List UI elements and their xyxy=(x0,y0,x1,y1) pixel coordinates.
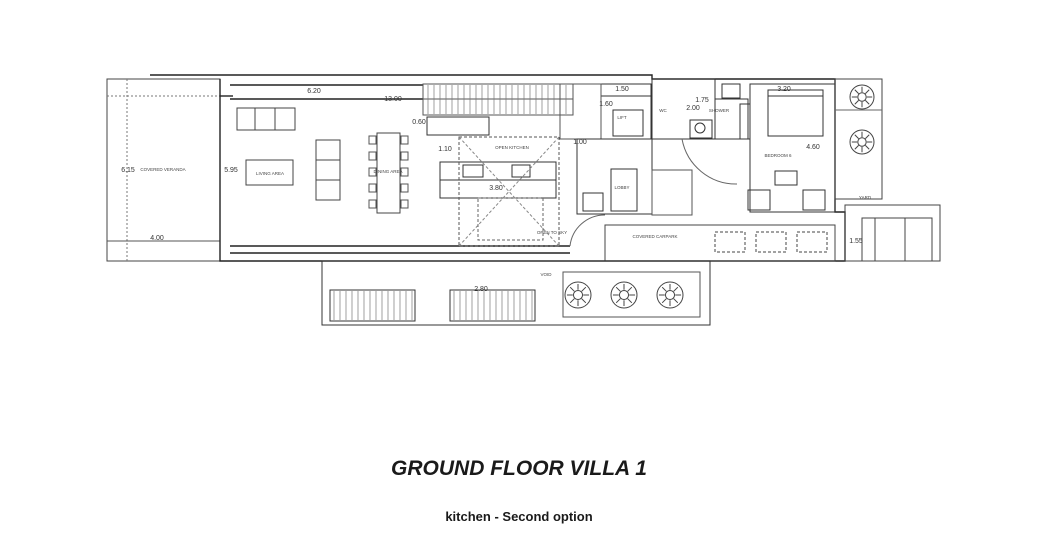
label-carport: COVERED CARPARK xyxy=(633,234,678,239)
dining-chair xyxy=(369,152,376,160)
planter-trees xyxy=(565,282,683,308)
tree-symbol xyxy=(565,282,591,308)
dining-table xyxy=(377,133,400,213)
dining-chair xyxy=(369,184,376,192)
dim-bedroom-width: 3.20 xyxy=(777,86,791,93)
label-yard: YARD xyxy=(859,195,872,200)
dim-bedroom-depth: 4.60 xyxy=(806,144,820,151)
dining-chair xyxy=(369,200,376,208)
lobby-area xyxy=(577,139,692,215)
label-void: VOID xyxy=(540,272,552,277)
label-shower: SHOWER xyxy=(709,108,730,113)
dim-main-length: 13.00 xyxy=(384,96,402,103)
bedroom xyxy=(682,84,835,212)
dim-bath-b: 2.00 xyxy=(686,105,700,112)
dim-lounge-width: 6.20 xyxy=(307,88,321,95)
dim-side-gap: 1.55 xyxy=(849,238,863,245)
label-living: LIVING AREA xyxy=(256,171,284,176)
plan-title: GROUND FLOOR VILLA 1 xyxy=(391,457,647,480)
dim-lounge-depth: 5.95 xyxy=(224,167,238,174)
living-sofa xyxy=(237,108,340,200)
garden-strip xyxy=(835,79,940,261)
label-bedroom: BEDROOM 6 xyxy=(764,153,792,158)
label-wc: WC xyxy=(659,108,667,113)
label-terrace: COVERED VERANDA xyxy=(140,167,185,172)
dining-chair xyxy=(401,168,408,176)
lift-core xyxy=(560,84,651,139)
main-staircase xyxy=(423,84,573,115)
plan-subtitle: kitchen - Second option xyxy=(445,509,593,524)
dim-stair-depth: 1.60 xyxy=(599,101,613,108)
dim-corridor: 1.00 xyxy=(573,139,587,146)
dim-terrace-depth: 6.15 xyxy=(121,167,135,174)
tree-symbol xyxy=(850,85,874,109)
label-lift: LIFT xyxy=(617,115,627,120)
stair-treads xyxy=(334,85,566,320)
room-labels: COVERED VERANDA LIVING AREA DINING AREA … xyxy=(140,108,871,277)
dining-chair xyxy=(401,136,408,144)
tree-symbol xyxy=(850,130,874,154)
dining-chairs xyxy=(369,136,408,208)
dim-terrace-width: 4.00 xyxy=(150,235,164,242)
dim-lower-width: 2.80 xyxy=(474,286,488,293)
dim-stair-width: 1.50 xyxy=(615,86,629,93)
dimension-labels: 4.00 6.15 6.20 13.00 5.95 0.60 3.80 1.10… xyxy=(121,86,863,293)
label-kitchen: OPEN KITCHEN xyxy=(495,145,529,150)
dim-counter-small: 0.60 xyxy=(412,119,426,126)
tree-symbol xyxy=(611,282,637,308)
dim-bath-a: 1.75 xyxy=(695,97,709,104)
carport xyxy=(570,215,835,261)
tree-symbol xyxy=(657,282,683,308)
label-atrium: OPEN TO SKY xyxy=(537,230,567,235)
dim-kitchen-counter: 3.80 xyxy=(489,185,503,192)
outer-walls xyxy=(150,75,845,261)
label-lobby: LOBBY xyxy=(614,185,629,190)
dining-chair xyxy=(369,168,376,176)
label-dining: DINING AREA xyxy=(373,169,402,174)
dim-island-depth: 1.10 xyxy=(438,146,452,153)
dining-chair xyxy=(401,184,408,192)
lower-terrace xyxy=(322,261,710,325)
dining-chair xyxy=(401,200,408,208)
kitchen-block xyxy=(427,117,559,246)
dining-chair xyxy=(369,136,376,144)
garden-trees xyxy=(850,85,874,154)
dining-chair xyxy=(401,152,408,160)
